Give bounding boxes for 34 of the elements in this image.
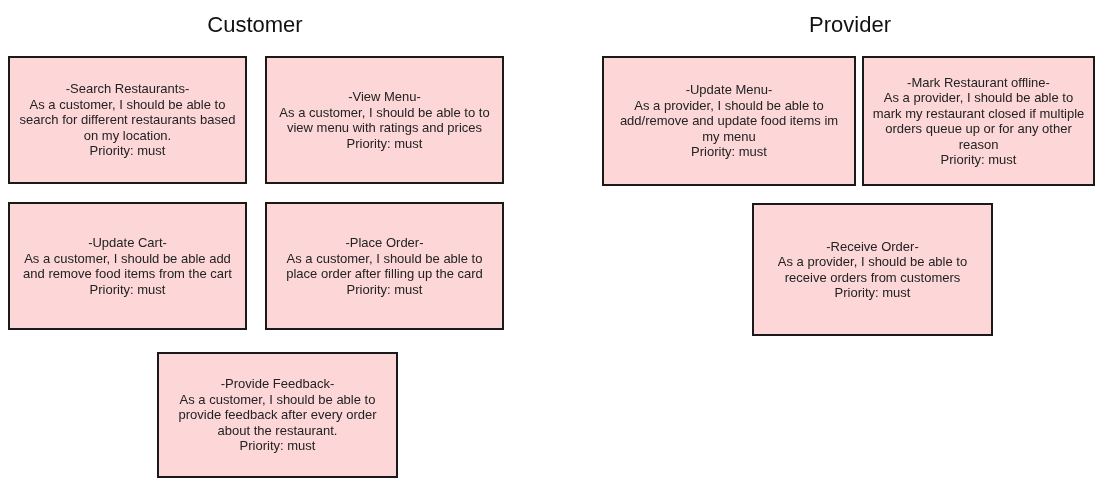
story-text: As a customer, I should be able to search for different restaurants based on my location. <box>18 96 237 144</box>
story-card <box>265 202 504 330</box>
story-text: As a customer, I should be able to provide feedback after every order about the restaurant. <box>177 391 378 439</box>
priority-text: Priority: must <box>691 144 767 160</box>
story-card <box>8 56 247 184</box>
story-title: -Search Restaurants- <box>65 81 190 97</box>
story-title: -Receive Order- <box>826 238 919 254</box>
story-card <box>157 352 398 478</box>
story-card <box>265 56 504 184</box>
story-card <box>752 203 993 336</box>
story-title: -Place Order- <box>345 235 424 251</box>
story-title: -Update Cart- <box>88 235 167 251</box>
story-title: -View Menu- <box>348 89 421 105</box>
story-card <box>8 202 247 330</box>
story-card <box>862 56 1095 186</box>
story-title: -Provide Feedback- <box>220 376 335 392</box>
story-text: As a customer, I should be able add and remove food items from the cart <box>22 250 233 282</box>
story-card <box>602 56 856 186</box>
story-title: -Mark Restaurant offline- <box>907 74 1050 90</box>
column-heading: Customer <box>206 12 304 38</box>
story-text: As a provider, I should be able to receive orders from customers <box>776 254 969 285</box>
story-text: As a customer, I should be able to place order after filling up the card <box>285 250 484 282</box>
priority-text: Priority: must <box>834 285 911 301</box>
priority-text: Priority: must <box>346 281 423 297</box>
story-text: As a customer, I should be able to to view menu with ratings and prices <box>278 104 491 136</box>
priority-text: Priority: must <box>346 135 423 151</box>
story-title: -Update Menu- <box>685 82 773 98</box>
column-heading: Provider <box>808 12 892 38</box>
priority-text: Priority: must <box>89 143 166 159</box>
priority-text: Priority: must <box>940 152 1017 168</box>
priority-text: Priority: must <box>89 281 166 297</box>
priority-text: Priority: must <box>239 438 316 454</box>
story-text: As a provider, I should be able to mark my restaurant closed if multiple orders queue up or for any other reason <box>871 90 1086 152</box>
story-text: As a provider, I should be able to add/remove and update food items im my menu <box>618 97 840 145</box>
